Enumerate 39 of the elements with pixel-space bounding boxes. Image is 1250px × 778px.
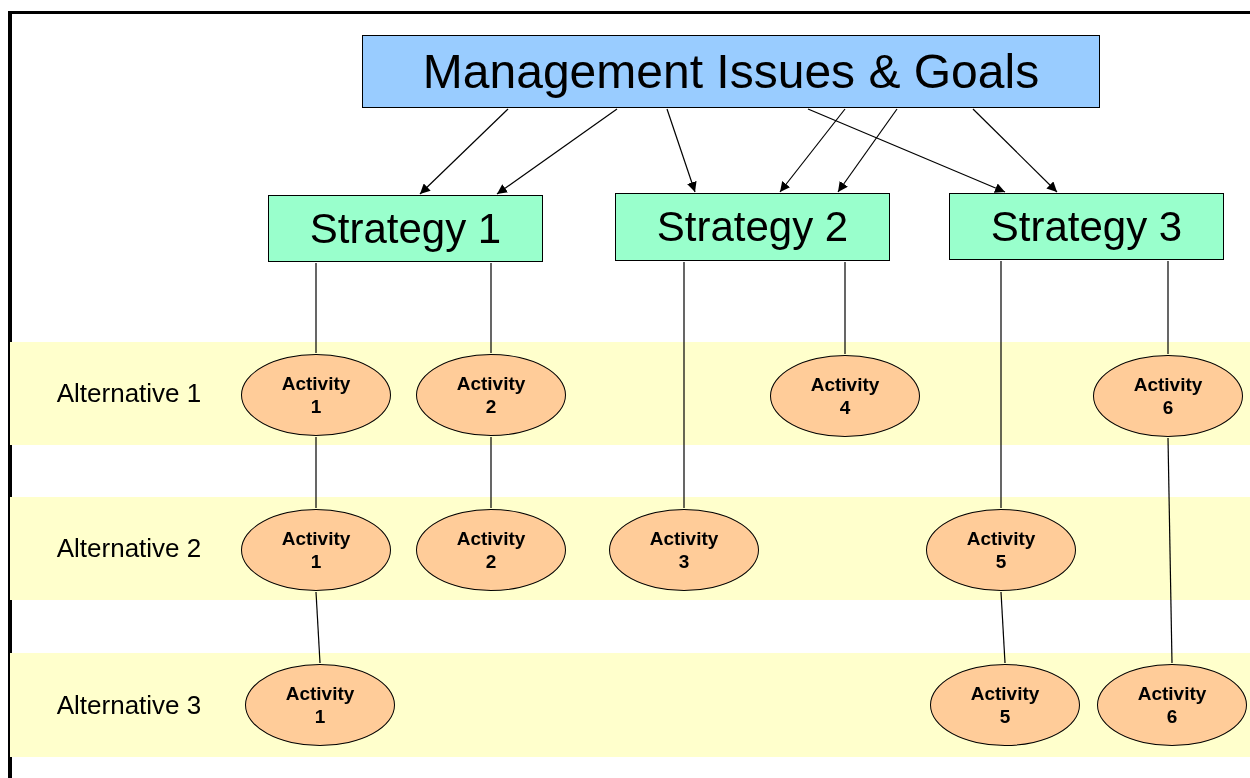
connector-line [1167,437,1173,664]
activity-ellipse: Activity 5 [930,664,1080,746]
band-label: Alternative 2 [55,532,203,565]
arrow [496,108,618,195]
connector-line [1000,260,1002,509]
activity-ellipse: Activity 6 [1093,355,1243,437]
activity-ellipse: Activity 2 [416,509,566,591]
activity-ellipse: Activity 6 [1097,664,1247,746]
connector-line [315,262,317,354]
goals-box: Management Issues & Goals [362,35,1100,108]
connector-line [683,261,685,509]
alternative-band [10,497,1250,600]
connector-line [490,262,492,354]
activity-ellipse: Activity 4 [770,355,920,437]
alternative-band [10,653,1250,757]
connector-line [1167,260,1169,355]
connector-line [844,261,846,355]
strategy-box: Strategy 2 [615,193,890,261]
band-label: Alternative 3 [55,688,203,722]
arrow [807,108,1006,193]
strategy-box: Strategy 3 [949,193,1224,260]
activity-ellipse: Activity 1 [241,354,391,436]
connector-line [315,436,317,509]
band-label: Alternative 1 [55,377,203,410]
activity-ellipse: Activity 1 [241,509,391,591]
connector-line [315,591,321,664]
arrow [666,108,697,193]
activity-ellipse: Activity 2 [416,354,566,436]
activity-ellipse: Activity 1 [245,664,395,746]
activity-ellipse: Activity 3 [609,509,759,591]
alternative-band [10,342,1250,445]
arrow [779,108,846,193]
strategy-box: Strategy 1 [268,195,543,262]
arrow [837,108,898,193]
activity-ellipse: Activity 5 [926,509,1076,591]
arrow [972,108,1058,193]
connector-line [1000,591,1006,664]
connector-line [490,436,492,509]
arrow [419,108,509,195]
